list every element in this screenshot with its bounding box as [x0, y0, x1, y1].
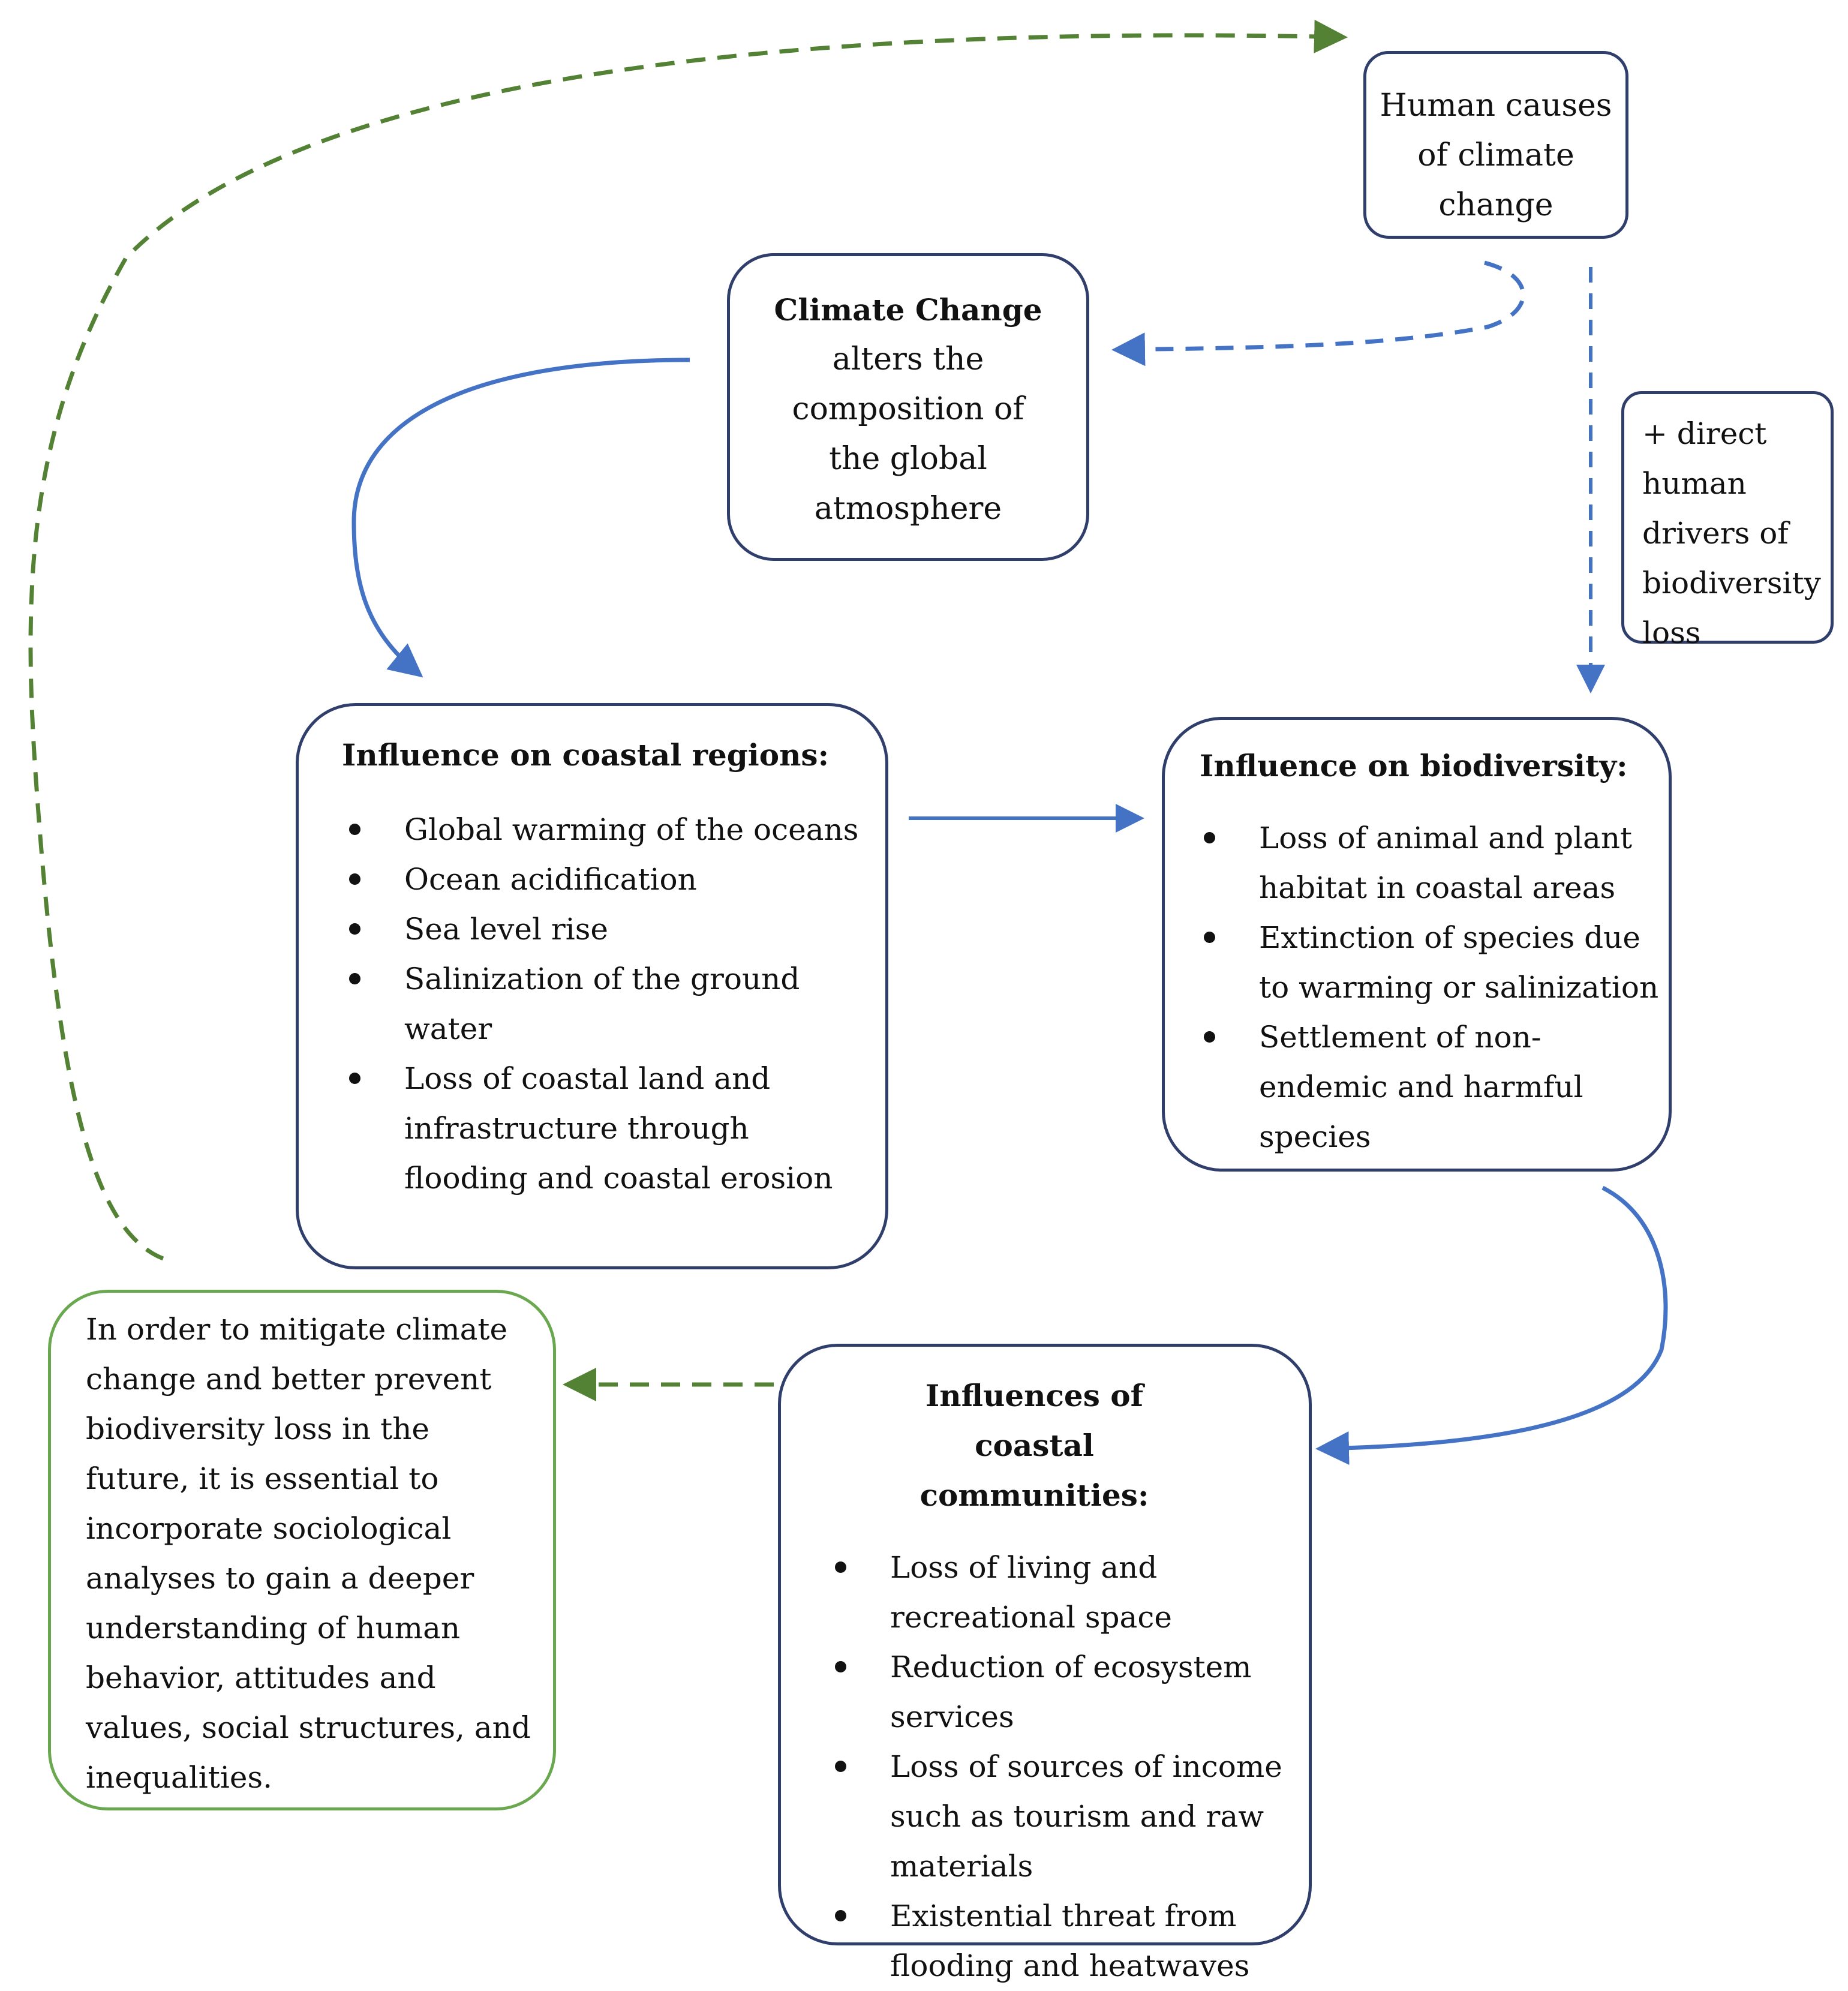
climate-change-title: Climate Change — [774, 292, 1042, 328]
bullet-icon — [349, 973, 360, 984]
arrow-climate-change-to-coastal-regions — [351, 358, 690, 678]
list-item: Extinction of species due to warming or … — [1204, 913, 1660, 1013]
bullet-icon — [349, 923, 360, 935]
bullet-icon — [349, 873, 360, 885]
bullet-icon — [835, 1761, 846, 1772]
direct-drivers-box: + direct human drivers of biodiversity l… — [1621, 391, 1834, 650]
list-item: Salinization of the ground water — [349, 954, 873, 1054]
arrow-mitigation-to-human-causes — [28, 19, 1348, 1261]
human-causes-box: Human causes of climate change — [1363, 51, 1628, 239]
list-item: Sea level rise — [349, 905, 873, 954]
climate-change-box: Climate Change alters the composition of… — [727, 253, 1089, 561]
coastal-regions-title: Influence on coastal regions: — [342, 737, 830, 773]
communities-box: Influences of coastal communities: Loss … — [778, 1344, 1312, 1983]
list-item: Settlement of non-endemic and harmful sp… — [1204, 1013, 1660, 1162]
list-item: Existential threat from flooding and hea… — [835, 1891, 1300, 1991]
bullet-icon — [835, 1561, 846, 1573]
bullet-icon — [1204, 1031, 1215, 1043]
biodiversity-title: Influence on biodiversity: — [1200, 748, 1628, 783]
communities-title: Influences of coastal communities: — [920, 1378, 1149, 1513]
arrow-biodiversity-to-communities — [1315, 1185, 1668, 1466]
bullet-icon — [1204, 932, 1215, 943]
bullet-icon — [835, 1910, 846, 1921]
bullet-icon — [349, 1073, 360, 1084]
bullet-icon — [1204, 832, 1215, 843]
coastal-regions-box: Influence on coastal regions: Global war… — [296, 703, 888, 1269]
coastal-regions-list: Global warming of the oceans Ocean acidi… — [349, 805, 873, 1203]
human-causes-text: Human causes of climate change — [1380, 88, 1612, 223]
direct-drivers-text: + direct human drivers of biodiversity l… — [1642, 416, 1821, 650]
biodiversity-list: Loss of animal and plant habitat in coas… — [1204, 813, 1660, 1162]
bullet-icon — [835, 1661, 846, 1672]
mitigation-box: In order to mitigate climate change and … — [48, 1290, 556, 1810]
list-item: Loss of living and recreational space — [835, 1543, 1300, 1642]
bullet-icon — [349, 824, 360, 835]
list-item: Loss of animal and plant habitat in coas… — [1204, 813, 1660, 913]
biodiversity-box: Influence on biodiversity: Loss of anima… — [1162, 717, 1672, 1172]
climate-change-text: alters the composition of the global atm… — [792, 341, 1024, 527]
list-item: Reduction of ecosystem services — [835, 1642, 1300, 1742]
list-item: Global warming of the oceans — [349, 805, 873, 855]
communities-list: Loss of living and recreational space Re… — [835, 1543, 1300, 1991]
list-item: Loss of sources of income such as touris… — [835, 1742, 1300, 1891]
list-item: Loss of coastal land and infrastructure … — [349, 1054, 873, 1203]
list-item: Ocean acidification — [349, 855, 873, 905]
arrow-human-causes-to-climate-change — [1111, 260, 1525, 367]
mitigation-text: In order to mitigate climate change and … — [86, 1312, 531, 1795]
